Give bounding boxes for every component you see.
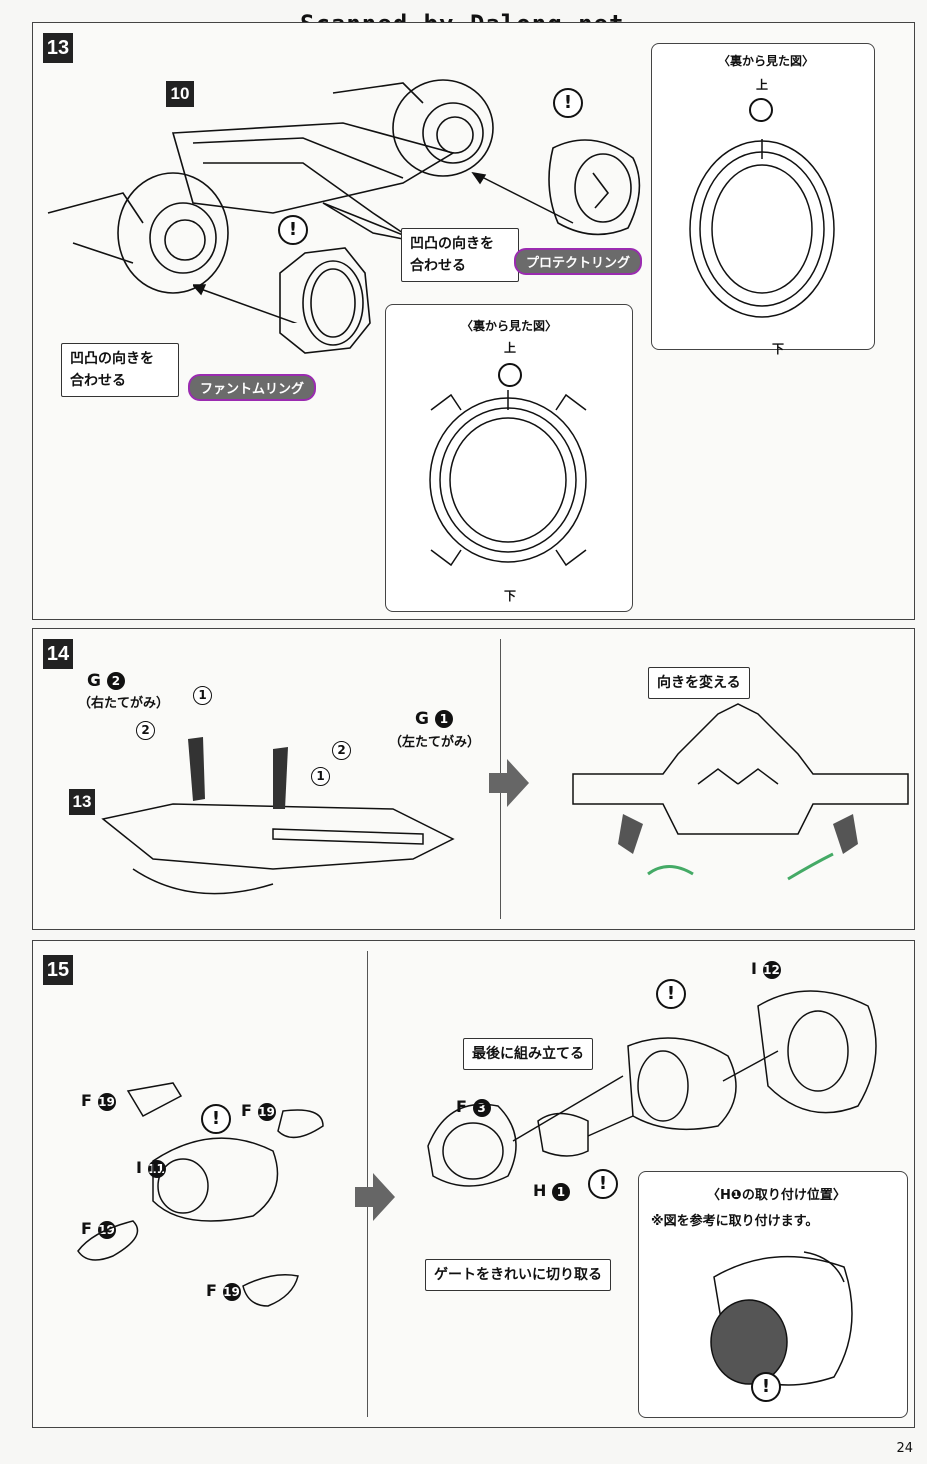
step-13-panel: 13 10 ! xyxy=(32,22,915,620)
back-view-title: 〈裏から見た図〉 xyxy=(461,319,558,333)
substep-1: 1 xyxy=(193,686,212,705)
next-arrow xyxy=(355,1173,395,1221)
step-14-panel: 14 G 2 （右たてがみ） 1 2 G 1 （左たてがみ） 2 1 13 向き… xyxy=(32,628,915,930)
page-number: 24 xyxy=(896,1441,913,1456)
f19-parts-illustration xyxy=(77,1082,324,1307)
h1-position-title: 〈H❶の取り付け位置〉 xyxy=(707,1188,846,1203)
caution-icon: ! xyxy=(751,1372,781,1402)
top-label: 上 xyxy=(756,78,769,92)
assemble-last-callout: 最後に組み立てる xyxy=(463,1038,593,1070)
substep-2: 2 xyxy=(332,741,351,760)
caution-icon: ! xyxy=(588,1169,618,1199)
f19-label: F 19 xyxy=(206,1281,241,1301)
caution-icon: ! xyxy=(656,979,686,1009)
caution-icon: ! xyxy=(201,1104,231,1134)
ref-step-13: 13 xyxy=(69,789,95,815)
f19-label: F 19 xyxy=(241,1101,276,1121)
panel-divider xyxy=(367,951,368,1417)
next-arrow xyxy=(489,759,529,807)
h1-label: H 1 xyxy=(533,1181,570,1201)
caution-icon: ! xyxy=(553,88,583,118)
i12-label: I 12 xyxy=(751,959,781,979)
assembly-arrows xyxy=(193,171,574,323)
phantom-ring-back-diagram xyxy=(429,390,587,567)
substep-1: 1 xyxy=(311,767,330,786)
top-label: 上 xyxy=(504,341,517,355)
back-view-title: 〈裏から見た図〉 xyxy=(718,54,815,68)
g2-label: G 2 xyxy=(87,671,125,691)
caution-icon xyxy=(749,98,773,122)
h1-position-box: 〈H❶の取り付け位置〉 ※図を参考に取り付けます。 ! xyxy=(638,1171,908,1418)
bottom-label: 下 xyxy=(772,342,785,356)
cut-gate-callout: ゲートをきれいに切り取る xyxy=(425,1259,611,1291)
back-view-protect-ring: 〈裏から見た図〉 上 下 xyxy=(651,43,875,356)
h1-position-note: ※図を参考に取り付けます。 xyxy=(651,1214,819,1229)
head-front-view xyxy=(572,703,909,881)
step-15-number: 15 xyxy=(43,955,73,985)
f19-label: F 19 xyxy=(81,1091,116,1111)
protect-ring-part xyxy=(548,139,641,236)
part-10-number: 10 xyxy=(166,81,194,107)
f3-label: F 3 xyxy=(456,1097,491,1117)
back-view-phantom-ring: 〈裏から見た図〉 上 下 xyxy=(385,304,633,612)
g1-desc: （左たてがみ） xyxy=(389,735,481,750)
engine-exploded-illustration xyxy=(427,990,877,1187)
phantom-ring-label: ファントムリング xyxy=(188,374,317,401)
bottom-label: 下 xyxy=(504,589,517,603)
align-note-left: 凹凸の向きを 合わせる xyxy=(61,343,179,397)
protect-ring-label: プロテクトリング xyxy=(514,248,643,275)
g1-label: G 1 xyxy=(415,709,453,729)
mane-assembly-illustration xyxy=(101,737,455,895)
step-15-panel: 15 F 19 F 19 I 11 F 19 F 19 ! I 12 xyxy=(32,940,915,1428)
substep-2: 2 xyxy=(136,721,155,740)
protect-ring-back-diagram xyxy=(689,139,835,318)
change-direction-callout: 向きを変える xyxy=(648,667,750,699)
caution-icon: ! xyxy=(278,215,308,245)
phantom-ring-part xyxy=(279,247,371,354)
step-14-number: 14 xyxy=(43,639,73,669)
ship-illustration xyxy=(47,79,494,294)
g2-desc: （右たてがみ） xyxy=(78,696,170,711)
align-note-right: 凹凸の向きを 合わせる xyxy=(401,228,519,282)
step-13-number: 13 xyxy=(43,33,73,63)
caution-icon xyxy=(498,363,522,387)
